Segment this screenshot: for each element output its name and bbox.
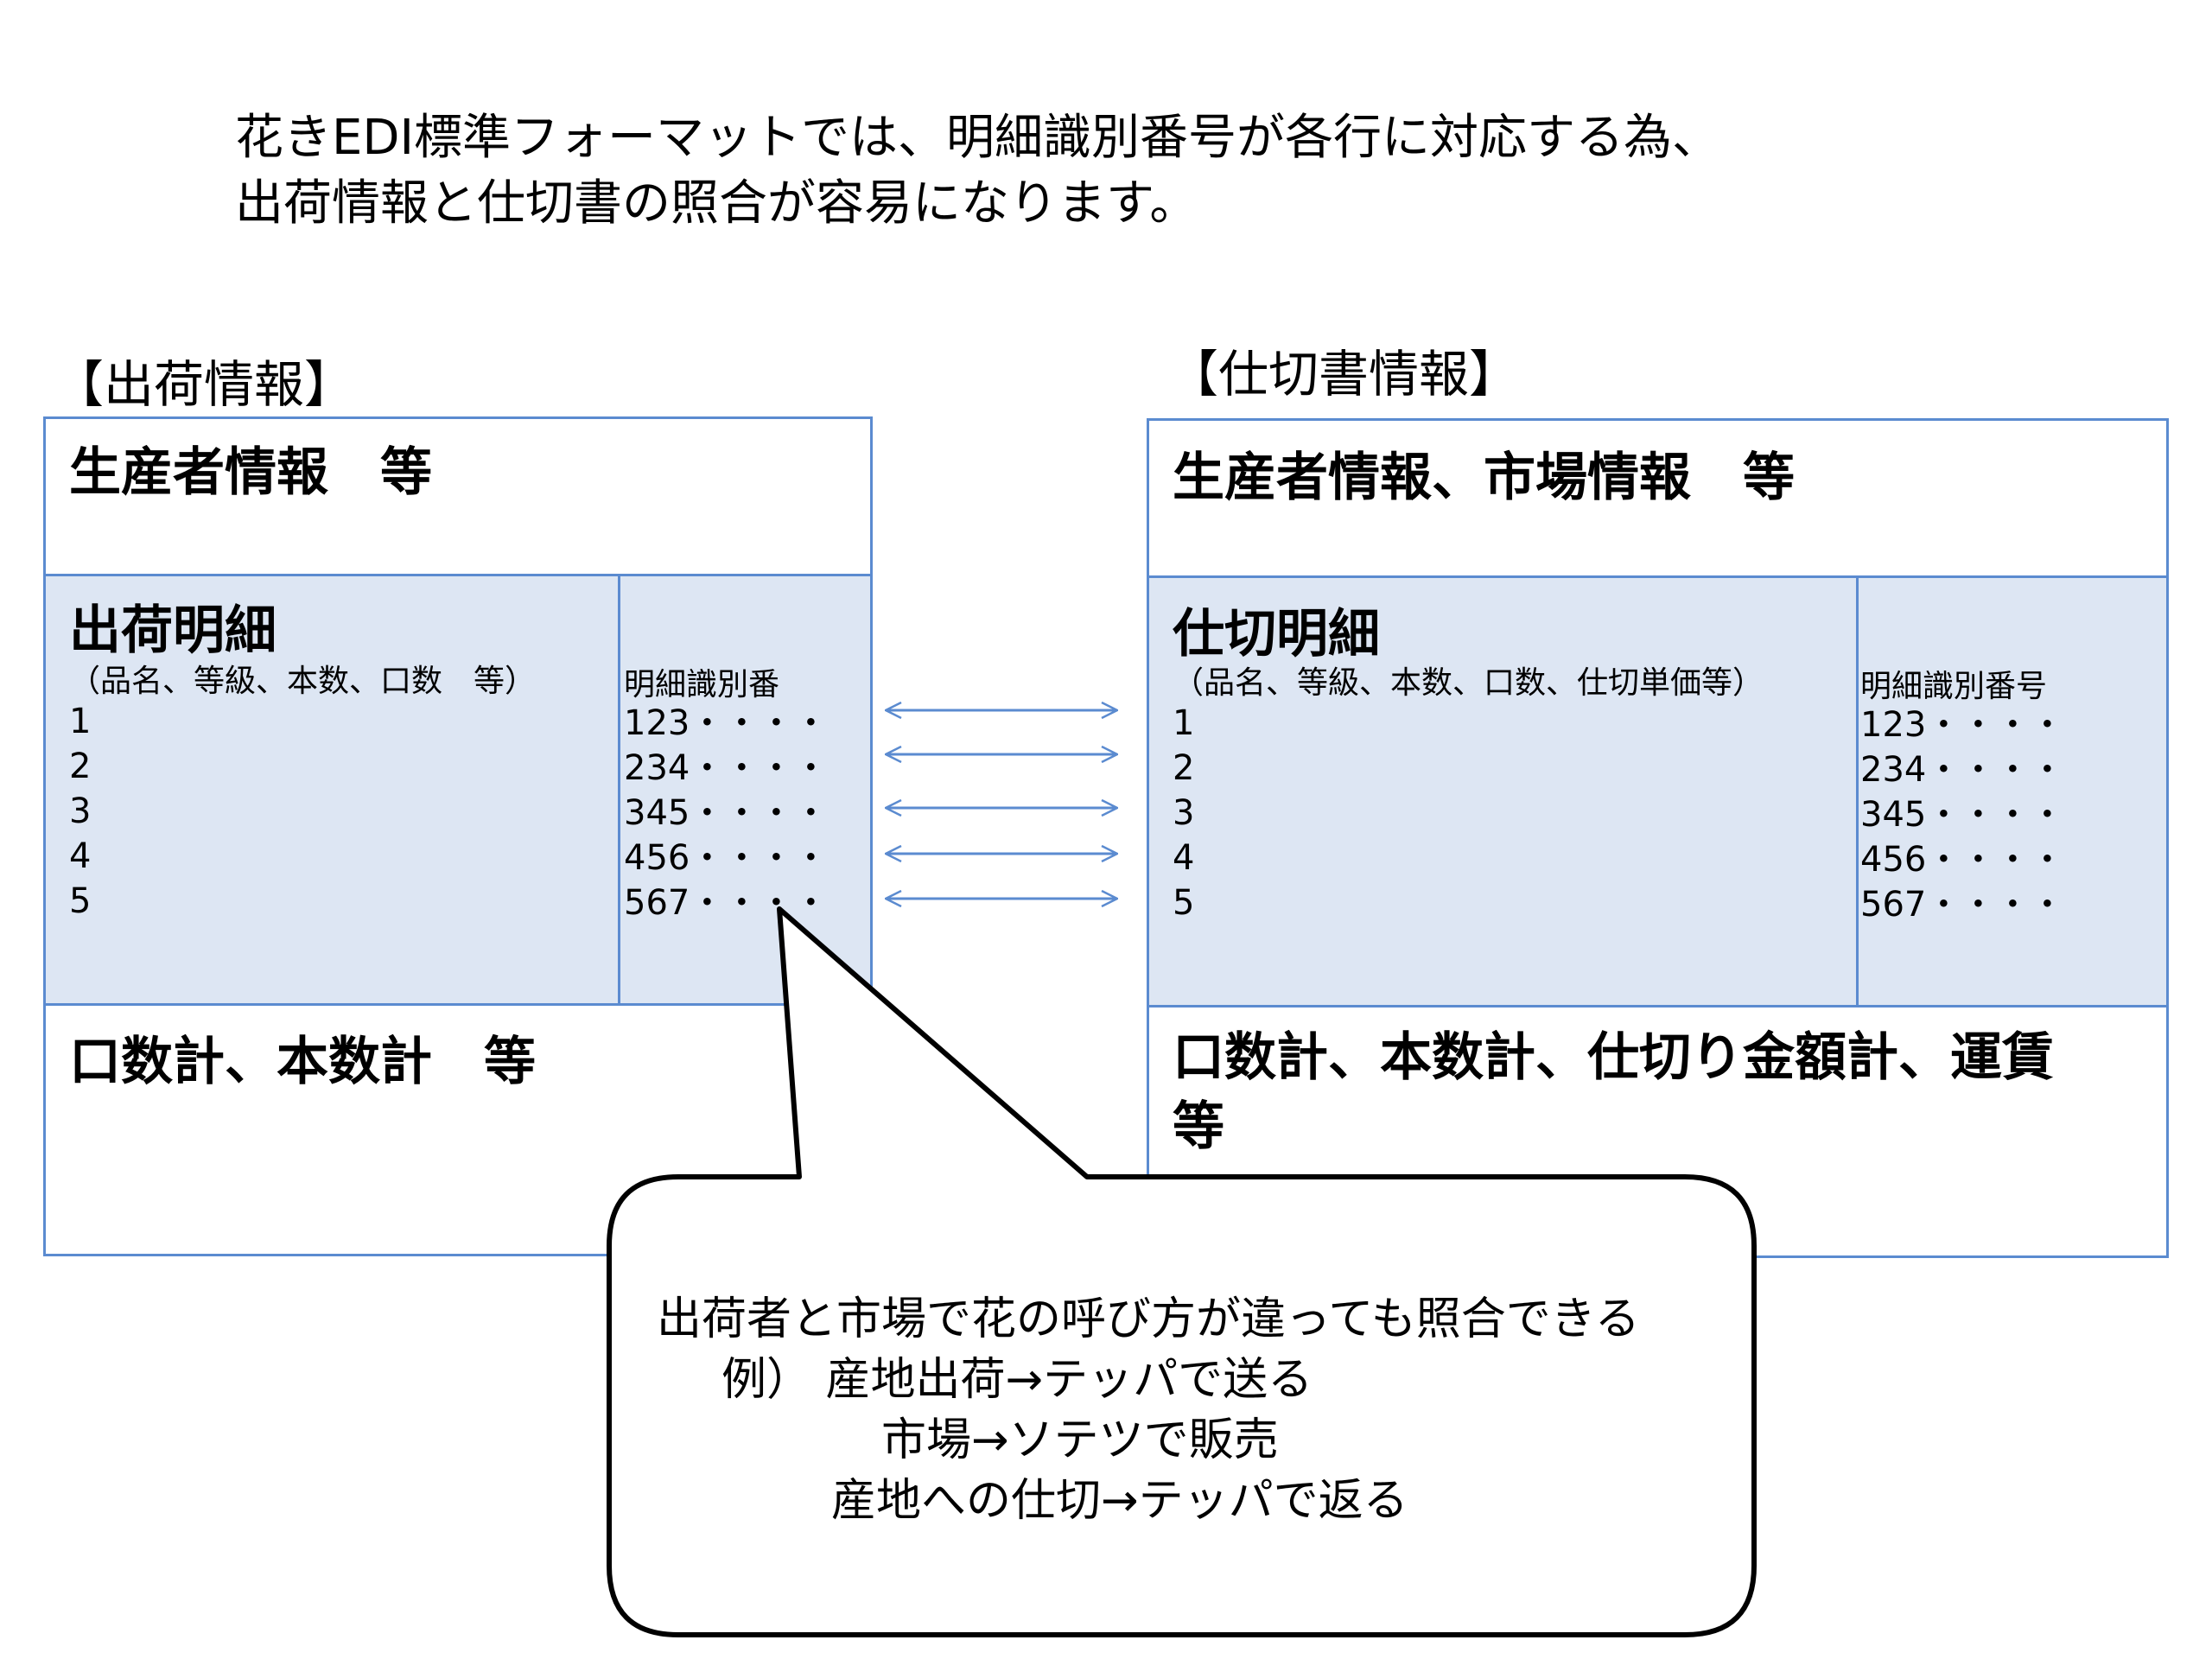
settlement-row-list: 1 2 3 4 5 [1173,701,1194,925]
shipping-info-title: 【出荷情報】 [54,355,355,414]
list-item: 3 [1173,793,1195,833]
settlement-detail-panel: 仕切明細 （品名、等級、本数、口数、仕切単価等） 1 2 3 4 5 [1147,575,1859,1007]
shipping-id-list: 123・・・・ 234・・・・ 345・・・・ 456・・・・ 567・・・・ [624,701,828,925]
id-item: 567・・・・ [624,883,829,923]
settlement-footer-line-1: 口数計、本数計、仕切り金額計、運賃 [1173,1027,2054,1088]
id-item: 456・・・・ [624,838,829,878]
list-item: 1 [1173,703,1195,743]
list-item: 2 [1173,748,1195,788]
callout-line-3: 市場→ソテツで販売 [881,1414,1279,1466]
callout-line-4: 産地への仕切→テッパで返る [831,1475,1408,1527]
settlement-id-header: 明細識別番号 [1860,669,2048,704]
callout-line-2: 例） 産地出荷→テッパで送る [721,1354,1313,1406]
list-item: 3 [69,791,92,831]
list-item: 4 [69,836,92,876]
shipping-row-list: 1 2 3 4 5 [69,699,91,924]
settlement-detail-sub: （品名、等級、本数、口数、仕切単価等） [1173,665,1764,701]
shipping-id-panel: 明細識別番 123・・・・ 234・・・・ 345・・・・ 456・・・・ 56… [618,574,873,1006]
id-item: 567・・・・ [1860,885,2065,925]
id-item: 123・・・・ [1860,705,2065,745]
list-item: 5 [69,881,92,921]
list-item: 1 [69,702,92,741]
id-item: 123・・・・ [624,703,829,743]
shipping-id-header: 明細識別番 [624,667,780,702]
settlement-detail-title: 仕切明細 [1173,604,1380,664]
intro-line-2: 出荷情報と仕切書の照合が容易になります。 [235,175,1198,232]
shipping-footer-text: 口数計、本数計 等 [69,1032,536,1092]
id-item: 456・・・・ [1860,840,2065,880]
settlement-footer-text: 口数計、本数計、仕切り金額計、運賃 等 [1173,1023,2054,1161]
settlement-id-list: 123・・・・ 234・・・・ 345・・・・ 456・・・・ 567・・・・ [1860,702,2064,927]
settlement-info-title: 【仕切書情報】 [1168,345,1520,404]
callout-line-1: 出荷者と市場で花の呼び方が違っても照合できる [657,1294,1640,1345]
match-arrows [886,710,1117,899]
settlement-header-text: 生産者情報、市場情報 等 [1173,448,1795,508]
id-item: 345・・・・ [624,793,829,833]
shipping-detail-sub: （品名、等級、本数、口数 等） [69,664,537,699]
list-item: 5 [1173,883,1195,923]
shipping-detail-panel: 出荷明細 （品名、等級、本数、口数 等） 1 2 3 4 5 [43,574,620,1006]
settlement-id-panel: 明細識別番号 123・・・・ 234・・・・ 345・・・・ 456・・・・ 5… [1856,575,2169,1007]
callout-bubble [607,906,1757,1637]
shipping-detail-title: 出荷明細 [69,601,276,661]
id-item: 234・・・・ [1860,750,2065,790]
list-item: 2 [69,747,92,786]
list-item: 4 [1173,838,1195,878]
id-item: 345・・・・ [1860,795,2065,835]
id-item: 234・・・・ [624,748,829,788]
settlement-footer-line-2: 等 [1173,1096,1224,1157]
shipping-header-text: 生産者情報 等 [69,442,432,503]
intro-text: 花きEDI標準フォーマットでは、明細識別番号が各行に対応する為、 出荷情報と仕切… [235,105,1720,237]
intro-line-1: 花きEDI標準フォーマットでは、明細識別番号が各行に対応する為、 [235,110,1721,166]
